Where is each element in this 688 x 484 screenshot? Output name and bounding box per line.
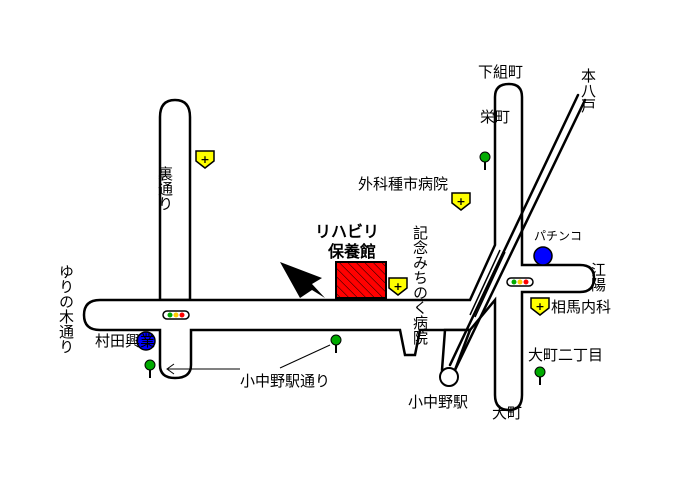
label-konakano-station-street: 小中野駅通り [240, 372, 330, 390]
tree-icon [479, 151, 491, 170]
hospital-cross-icon: + [195, 150, 215, 169]
murata-kogyo-marker [136, 331, 156, 351]
label-sakae-cho: 栄町 [480, 108, 510, 126]
hospital-cross-icon: + [451, 192, 471, 211]
label-yurinoki-dori: ゆりの木通り [57, 264, 75, 354]
svg-text:栄町: 栄町 [480, 108, 510, 126]
label-eyo: 江陽 [589, 262, 607, 292]
tree-icon [534, 366, 546, 385]
hospital-cross-icon: + [388, 277, 408, 296]
label-rehab: リハビリ [315, 222, 379, 241]
label-kinen-clinic: 記念みちのく病院 [411, 225, 429, 346]
pachinko-marker [533, 246, 553, 266]
railway [439, 93, 587, 387]
label-konakano-station: 小中野駅 [408, 393, 468, 411]
label-souma-naika: 相馬内科 [551, 298, 611, 316]
label-ohmachi: 大町 [492, 404, 522, 422]
label-hoyokan: 保養館 [327, 242, 376, 261]
svg-text:+: + [200, 153, 209, 166]
label-pachinko: パチンコ [534, 229, 582, 243]
label-shimokumi-cho: 下組町 [478, 63, 523, 81]
svg-text:+: + [456, 195, 465, 208]
ura-dori-road [158, 98, 192, 302]
svg-text:+: + [535, 300, 544, 313]
tree-icon [330, 334, 342, 353]
label-geka-hospital: 外科種市病院 [358, 175, 448, 193]
label-ura-dori: 裏通り [156, 165, 174, 211]
hoyokan-building [335, 261, 387, 299]
tree-icon [144, 359, 156, 378]
label-murata-kogyo: 村田興業 [95, 332, 155, 350]
hospital-cross-icon: + [530, 297, 550, 316]
label-ohmachi-nichome: 大町二丁目 [528, 346, 603, 364]
traffic-light-icon [162, 310, 190, 320]
label-hon-hachinohe: 本八戸 [579, 68, 597, 113]
pointer-arrow-icon [280, 262, 325, 298]
traffic-light-icon [506, 277, 534, 287]
konakano-station-icon [439, 367, 459, 387]
svg-text:+: + [393, 280, 402, 293]
